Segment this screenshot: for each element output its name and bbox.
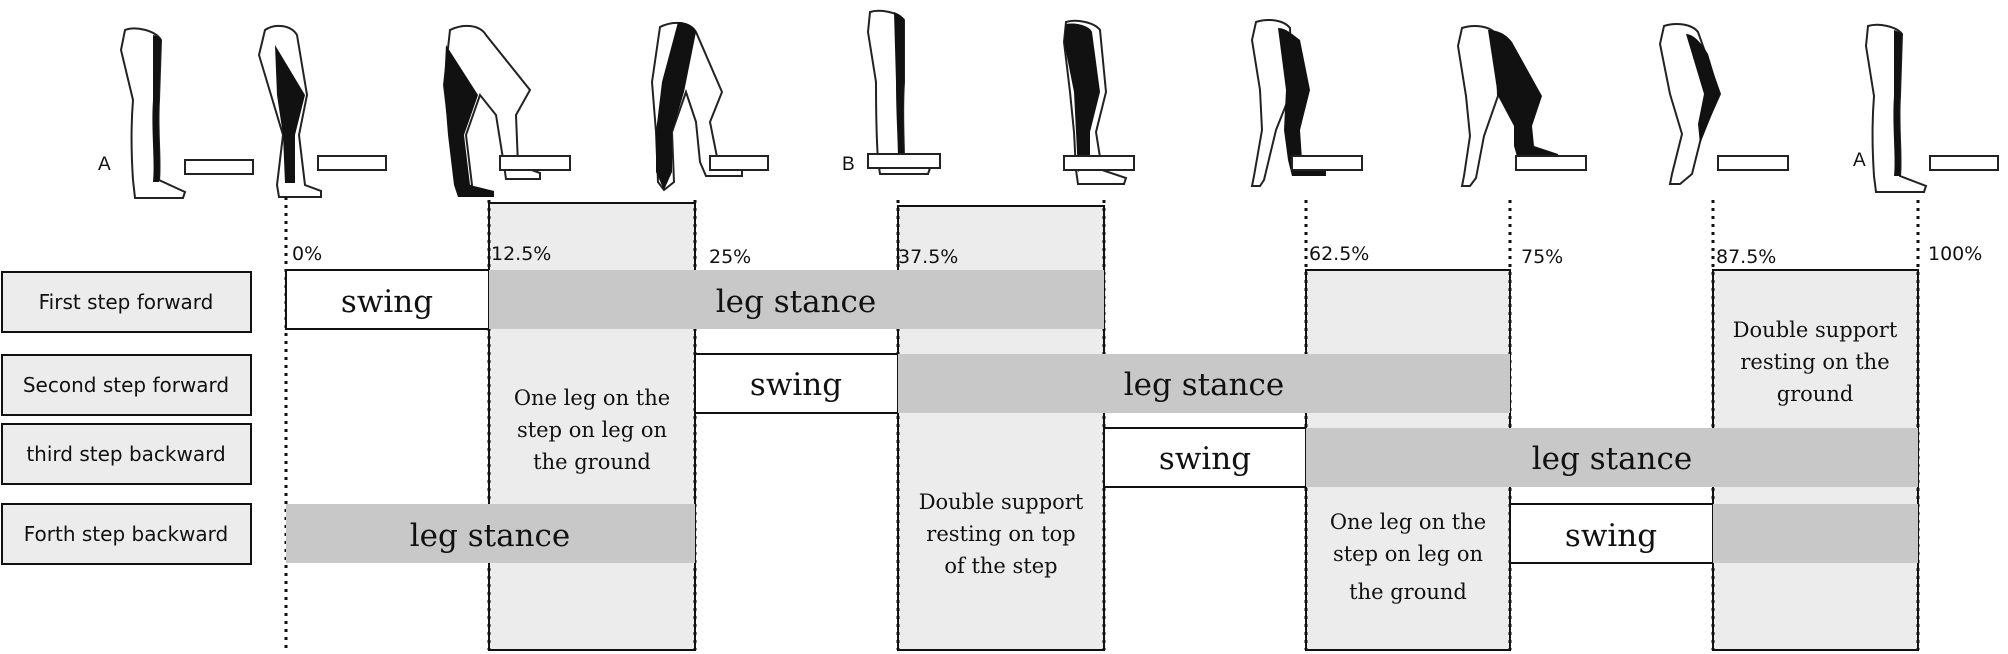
pose-figure-9 <box>1658 23 1722 185</box>
pct-62-5: 62.5% <box>1309 243 1369 265</box>
row-bars: swing leg stance swing leg stance swing … <box>285 269 1918 564</box>
row3-swing-text: swing <box>1159 441 1251 477</box>
step-block-6 <box>1063 155 1135 171</box>
pct-12-5: 12.5% <box>491 243 551 265</box>
row1-swing-bar <box>285 269 490 330</box>
row-labels: First step forward Second step forward t… <box>1 271 252 565</box>
pose-figure-6 <box>1062 19 1128 185</box>
row2-swing-text: swing <box>750 367 842 403</box>
pct-0: 0% <box>292 243 322 265</box>
pose-figure-5 <box>866 9 932 175</box>
phase1-line2: step on leg on <box>517 418 667 442</box>
row4-swing-text: swing <box>1565 518 1657 554</box>
step-block-8 <box>1515 155 1587 171</box>
pct-87-5: 87.5% <box>1716 246 1776 268</box>
step-block-5 <box>867 153 941 169</box>
step-block-10 <box>1929 155 1999 171</box>
row1-stance-text: leg stance <box>716 284 876 320</box>
percent-labels: 0% 12.5% 25% 37.5% 62.5% 75% 87.5% 100% <box>292 243 1982 268</box>
pct-100: 100% <box>1928 243 1982 265</box>
row-label-3: third step backward <box>26 442 225 466</box>
pose-figure-3 <box>442 24 541 197</box>
phase2-line1: Double support <box>919 490 1084 514</box>
row4-stance-bar-right <box>1713 504 1918 563</box>
phase4-line2: resting on the <box>1740 350 1889 374</box>
row-label-2: Second step forward <box>23 373 229 397</box>
row3-swing-bar <box>1103 427 1307 488</box>
pose-figure-7 <box>1250 19 1326 187</box>
pct-25: 25% <box>709 246 751 268</box>
phase4-line3: ground <box>1777 382 1854 406</box>
row2-stance-bar <box>898 354 1510 413</box>
row4-swing-bar <box>1509 503 1714 564</box>
pct-75: 75% <box>1521 246 1563 268</box>
phase-descriptions: One leg on the step on leg on the ground… <box>514 318 1898 604</box>
row3-stance-bar <box>1306 428 1918 487</box>
pct-37-5: 37.5% <box>898 246 958 268</box>
step-block-4 <box>709 155 769 171</box>
phase2-line2: resting on top <box>926 522 1075 546</box>
pose-figure-2 <box>257 24 322 198</box>
phase1-line1: One leg on the <box>514 386 670 410</box>
pose-figure-8 <box>1456 25 1558 187</box>
row3-stance-text: leg stance <box>1532 441 1692 477</box>
row1-stance-bar <box>489 270 1104 329</box>
row4-stance-text: leg stance <box>410 518 570 554</box>
row-label-box-1 <box>1 271 252 333</box>
step-block-3 <box>499 155 571 171</box>
step-block-1 <box>184 159 254 175</box>
row4-stance-bar-left <box>286 504 695 563</box>
row-label-1: First step forward <box>39 290 214 314</box>
pose-figure-1 <box>119 27 187 199</box>
row1-swing-text: swing <box>341 284 433 320</box>
row2-stance-text: leg stance <box>1124 367 1284 403</box>
phase3-line1: One leg on the <box>1330 510 1486 534</box>
pose-strip: A B A <box>98 9 1999 199</box>
row2-swing-bar <box>694 353 899 414</box>
pose-figure-10 <box>1864 23 1928 193</box>
row-label-box-3 <box>1 423 252 485</box>
phase3-line3: the ground <box>1349 580 1467 604</box>
phase4-line1: Double support <box>1733 318 1898 342</box>
phase2-line3: of the step <box>944 554 1057 578</box>
pose-label-b: B <box>842 154 855 175</box>
pose-label-a-start: A <box>98 154 111 175</box>
row-label-4: Forth step backward <box>24 522 228 546</box>
phase3-line2: step on leg on <box>1333 542 1483 566</box>
step-block-7 <box>1291 155 1363 171</box>
step-block-2 <box>317 155 387 171</box>
step-block-9 <box>1717 155 1789 171</box>
row-label-box-4 <box>1 503 252 565</box>
pose-label-a-end: A <box>1853 150 1866 171</box>
row-label-box-2 <box>1 354 252 416</box>
phase1-line3: the ground <box>533 450 651 474</box>
